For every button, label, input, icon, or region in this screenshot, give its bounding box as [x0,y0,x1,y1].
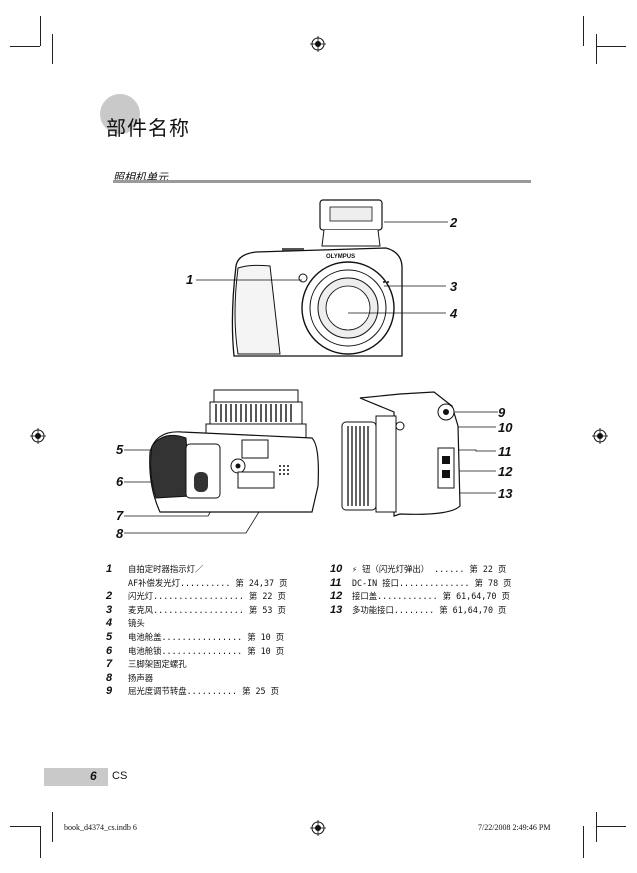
callout-6: 6 [116,474,124,489]
slug-file: book_d4374_cs.indb 6 [64,823,137,832]
section-divider [113,180,531,183]
registration-mark-icon [592,428,608,444]
callout-2: 2 [450,215,458,230]
callout-9: 9 [498,405,506,420]
callout-7: 7 [116,508,124,523]
list-item: 10⚡ 钮（闪光灯弹出） ...... 第 22 页 [330,563,507,575]
list-item: AF补偿发光灯.......... 第 24,37 页 [128,577,288,588]
camera-side-illustration [341,391,461,517]
registration-mark-icon [310,36,326,52]
registration-mark-icon [30,428,46,444]
callout-1: 1 [186,272,194,287]
page-number-tab [44,768,108,786]
callout-12: 12 [498,464,513,479]
page-title-block: 部件名称 [96,94,216,140]
language-code: CS [112,770,128,782]
title-badge-icon [100,94,140,134]
page-number: 6 [90,769,97,783]
brand-logo: OLYMPUS [326,254,355,260]
callout-4: 4 [450,306,458,321]
callout-8: 8 [116,526,124,541]
page-title: 部件名称 [106,116,190,140]
slug-date: 7/22/2008 2:49:46 PM [478,823,551,832]
callout-13: 13 [498,486,513,501]
callout-11: 11 [498,444,512,459]
callout-3: 3 [450,279,458,294]
registration-mark-icon [310,820,326,836]
camera-front-illustration: OLYMPUS [231,199,403,357]
callout-10: 10 [498,420,513,435]
camera-bottom-illustration [149,389,319,513]
callout-5: 5 [116,442,124,457]
